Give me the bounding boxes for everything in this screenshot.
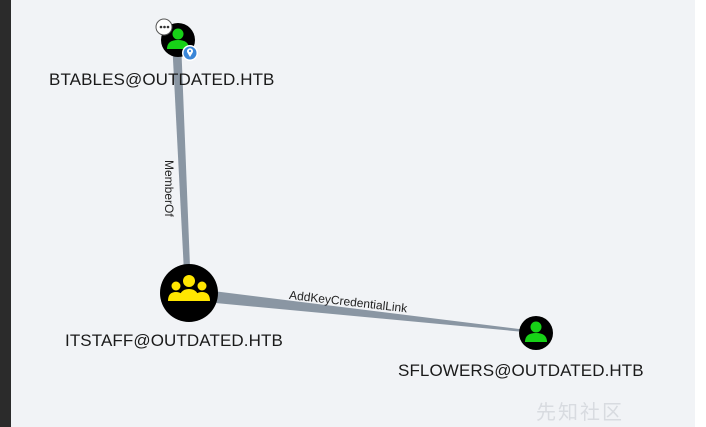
user-icon [525, 321, 547, 342]
graph-canvas[interactable] [11, 0, 695, 427]
owned-pin-icon [182, 45, 198, 61]
node-label-sflowers: SFLOWERS@OUTDATED.HTB [398, 361, 644, 380]
node-label-itstaff: ITSTAFF@OUTDATED.HTB [65, 331, 283, 350]
user-icon [167, 28, 189, 49]
edge-label-memberof: MemberOf [162, 160, 176, 217]
edge-memberof[interactable] [172, 40, 191, 292]
watermark: 先知社区 [536, 402, 624, 424]
chat-bubble-icon [155, 18, 173, 36]
node-itstaff[interactable] [160, 264, 218, 322]
node-sflowers[interactable] [519, 316, 553, 350]
window-gutter [695, 0, 706, 427]
node-btables[interactable] [155, 18, 198, 61]
node-label-btables: BTABLES@OUTDATED.HTB [49, 70, 275, 89]
window-border [0, 0, 11, 427]
edge-addkeycredentiallink[interactable] [205, 290, 535, 333]
group-icon [168, 275, 210, 301]
